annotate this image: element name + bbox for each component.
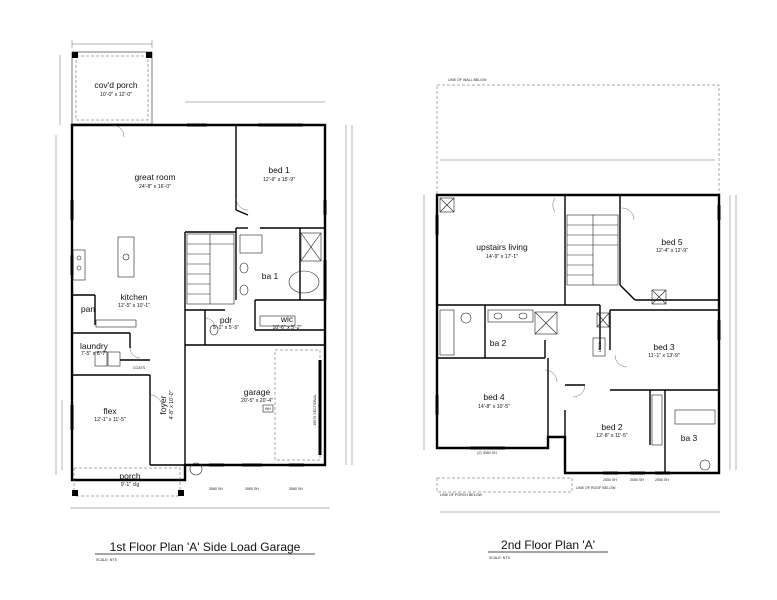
garage-label: garage [244,387,271,397]
front-porch [72,467,184,497]
upstairs-living-label: upstairs living [476,242,528,252]
pantry-label: pan [81,304,95,314]
bed3-label: bed 3 [653,342,675,352]
floor1-title: 1st Floor Plan 'A' Side Load Garage [110,540,301,554]
great-room-dims: 24'-8" x 16'-0" [139,184,171,190]
windows-floor1 [70,123,327,467]
porch-label: porch [119,471,141,481]
bed5-dims: 12'-4" x 12'-9" [656,248,688,254]
window-note-c: 2050 SH [655,478,669,482]
bed3-dims: 11'-1" x 13'-9" [648,353,680,359]
flex-label: flex [103,406,117,416]
bed5-label: bed 5 [661,237,683,247]
floor2-title: 2nd Floor Plan 'A' [501,538,595,552]
ba1-label: ba 1 [262,271,279,281]
bath-fixtures-floor2 [439,197,716,471]
window-note-2: 3060 SH [245,487,259,491]
bed4-label: bed 4 [483,392,505,402]
interior-walls-floor1 [72,125,325,466]
door-swings-floor1 [111,124,249,408]
foyer-dims: 4'-8" x 10'-0" [169,390,175,419]
bath1-fixtures [209,232,322,336]
line-of-roof-below-note: LINE OF ROOF BELOW [576,486,616,490]
bed1-dims: 12'-9" x 15'-9" [263,177,295,183]
flex-dims: 12'-1" x 11'-5" [94,417,126,423]
linen-note: LINEN [598,341,602,352]
bed4-window-note: (2) 3050 SH [477,451,497,455]
line-of-wall-below-note: LINE OF WALL BELOW [448,78,487,82]
garage-door-note: 16070 SECTIONAL [313,394,317,425]
wic-dims: 10'-6" x 5'-2" [272,325,301,331]
stairs-floor2 [566,214,619,286]
stairs-floor1 [186,233,235,305]
line-of-porch-below-note: LINE OF PORCH BELOW [440,493,483,497]
kitchen-label: kitchen [121,292,148,302]
bed2-label: bed 2 [601,422,623,432]
windows-floor2 [435,205,721,475]
garage-features [189,349,322,476]
first-floor-plan: cov'd porch 10'-0" x 12'-0" great room 2… [55,40,353,562]
laundry-dims: 7'-5" x 6'-7" [81,351,107,357]
laundry-label: laundry [80,341,109,351]
upstairs-living-dims: 14'-9" x 17'-1" [486,254,518,260]
kitchen-island [72,236,137,328]
laundry-appliances [94,351,121,367]
bed1-label: bed 1 [268,165,290,175]
dimension-lines-floor1 [55,40,353,509]
window-note-3: 3060 SH [289,487,303,491]
interior-walls-floor2 [437,195,719,473]
second-floor-plan: LINE OF WALL BELOW LINE OF PORCH BELOW L… [423,78,737,560]
foyer-label: foyer [158,395,168,414]
wic-label: wic [280,314,294,324]
bed2-dims: 12'-8" x 11'-5" [596,433,628,439]
garage-dims: 20'-5" x 20'-4" [241,398,273,404]
covd-porch-dims: 10'-0" x 12'-0" [100,92,132,98]
great-room-label: great room [134,172,175,182]
kitchen-dims: 12'-5" x 10'-1" [118,303,150,309]
water-heater-note: WH [265,407,271,411]
window-note-a: 2050 SH [603,478,617,482]
covd-porch-label: cov'd porch [94,80,137,90]
window-note-1: 3060 SH [209,487,223,491]
floor1-scale: SCALE: NTS [96,558,118,562]
powder-room-label: pdr [220,315,232,325]
coats-note: COATS [133,366,146,370]
bed4-dims: 14'-8" x 10'-5" [478,404,510,410]
ba3-label: ba 3 [681,433,698,443]
porch-dims: 9'-1" clg [121,482,140,488]
door-swings-floor2 [544,197,635,398]
ba2-label: ba 2 [490,338,507,348]
window-note-b: 2050 SH [630,478,644,482]
floor2-scale: SCALE: NTS [489,556,511,560]
powder-room-dims: 5'-1" x 5'-5" [213,325,239,331]
